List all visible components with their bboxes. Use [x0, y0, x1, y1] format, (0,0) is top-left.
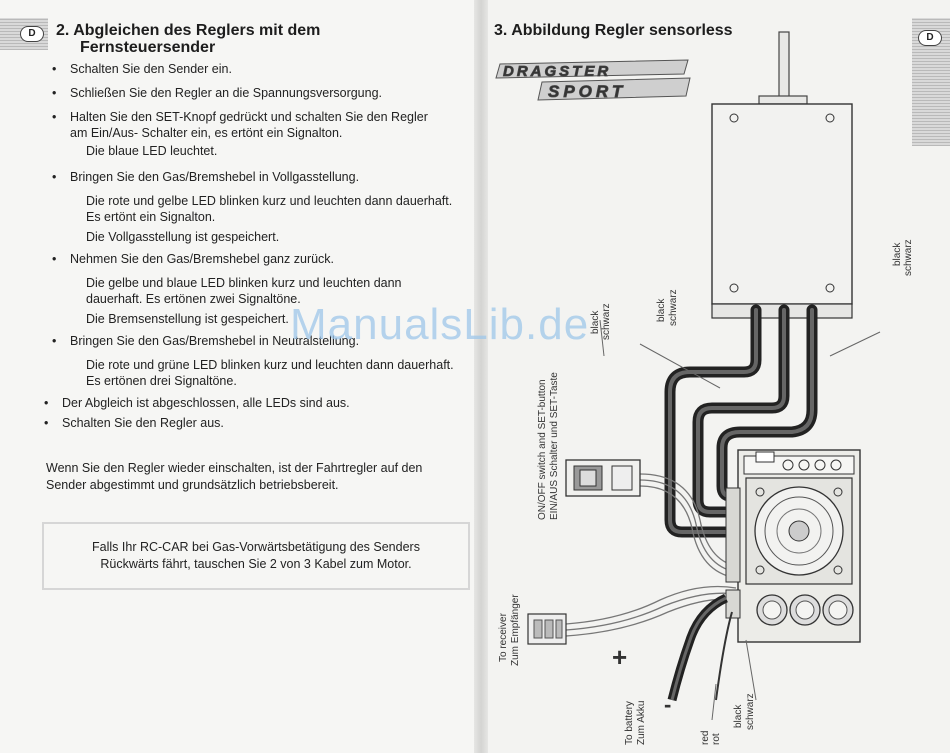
language-badge-right: D	[918, 30, 942, 46]
label-switch-de: EIN/AUS Schalter und SET-Taste	[549, 372, 560, 520]
motor-shaft	[778, 31, 790, 99]
label-switch-en: ON/OFF switch and SET-button	[537, 379, 548, 520]
label-rot: rot	[711, 733, 722, 745]
label-black: black	[733, 704, 744, 728]
bullet-icon: •	[52, 86, 57, 100]
on-off-switch	[565, 459, 641, 497]
label-schwarz: schwarz	[903, 239, 914, 276]
language-tab-right: D	[912, 18, 950, 146]
screw-icon	[755, 565, 765, 575]
thin-leads	[565, 473, 737, 637]
label-battery-en: To battery	[624, 701, 635, 745]
screw-icon	[825, 113, 835, 123]
label-red: red	[700, 731, 711, 745]
section-heading-line2: Fernsteuersender	[80, 39, 216, 56]
language-tab-left: D	[0, 18, 48, 50]
bullet-icon: •	[52, 170, 57, 184]
label-black: black	[892, 242, 903, 266]
note-box: Falls Ihr RC-CAR bei Gas-Vorwärtsbetätig…	[42, 522, 470, 590]
motor-bearing	[758, 95, 808, 105]
bullet-icon: •	[52, 110, 57, 124]
label-receiver-de: Zum Empfänger	[510, 594, 521, 666]
screw-icon	[729, 113, 739, 123]
label-schwarz: schwarz	[601, 303, 612, 340]
speed-controller	[725, 449, 861, 643]
left-page	[0, 0, 480, 753]
screw-icon	[833, 487, 843, 497]
screw-icon	[729, 283, 739, 293]
language-badge-left: D	[20, 26, 44, 42]
minus-sign: -	[664, 692, 671, 717]
bullet-icon: •	[52, 62, 57, 76]
watermark: ManualsLib.de	[290, 300, 590, 349]
bullet-icon: •	[44, 416, 49, 430]
label-schwarz: schwarz	[745, 693, 756, 730]
section-heading-line1: 2. Abgleichen des Reglers mit dem	[56, 22, 321, 39]
motor	[711, 31, 853, 319]
logo-text-dragster: DRAGSTER	[503, 63, 611, 80]
label-schwarz: schwarz	[668, 289, 679, 326]
motor-body	[711, 103, 853, 305]
label-receiver-en: To receiver	[498, 612, 509, 662]
battery-wires	[667, 593, 733, 702]
diagram-heading: 3. Abbildung Regler sensorless	[494, 22, 733, 39]
logo-text-sport: SPORT	[548, 82, 626, 101]
book-gutter	[474, 0, 488, 753]
screw-icon	[833, 565, 843, 575]
bullet-icon: •	[52, 334, 57, 348]
label-black: black	[656, 298, 667, 322]
dragster-sport-logo: DRAGSTER SPORT	[495, 59, 691, 101]
diagram-labels: black schwarz black schwarz black schwar…	[498, 239, 914, 745]
screw-icon	[825, 283, 835, 293]
motor-wires	[664, 304, 818, 538]
screw-icon	[755, 487, 765, 497]
label-battery-de: Zum Akku	[636, 701, 647, 745]
receiver-plug	[527, 613, 567, 645]
leader-lines	[599, 319, 881, 721]
bullet-icon: •	[52, 252, 57, 266]
plus-sign: +	[612, 642, 627, 672]
bullet-icon: •	[44, 396, 49, 410]
summary-paragraph: Wenn Sie den Regler wieder einschalten, …	[46, 461, 423, 492]
label-black: black	[590, 310, 601, 334]
note-text: Falls Ihr RC-CAR bei Gas-Vorwärtsbetätig…	[92, 540, 420, 571]
